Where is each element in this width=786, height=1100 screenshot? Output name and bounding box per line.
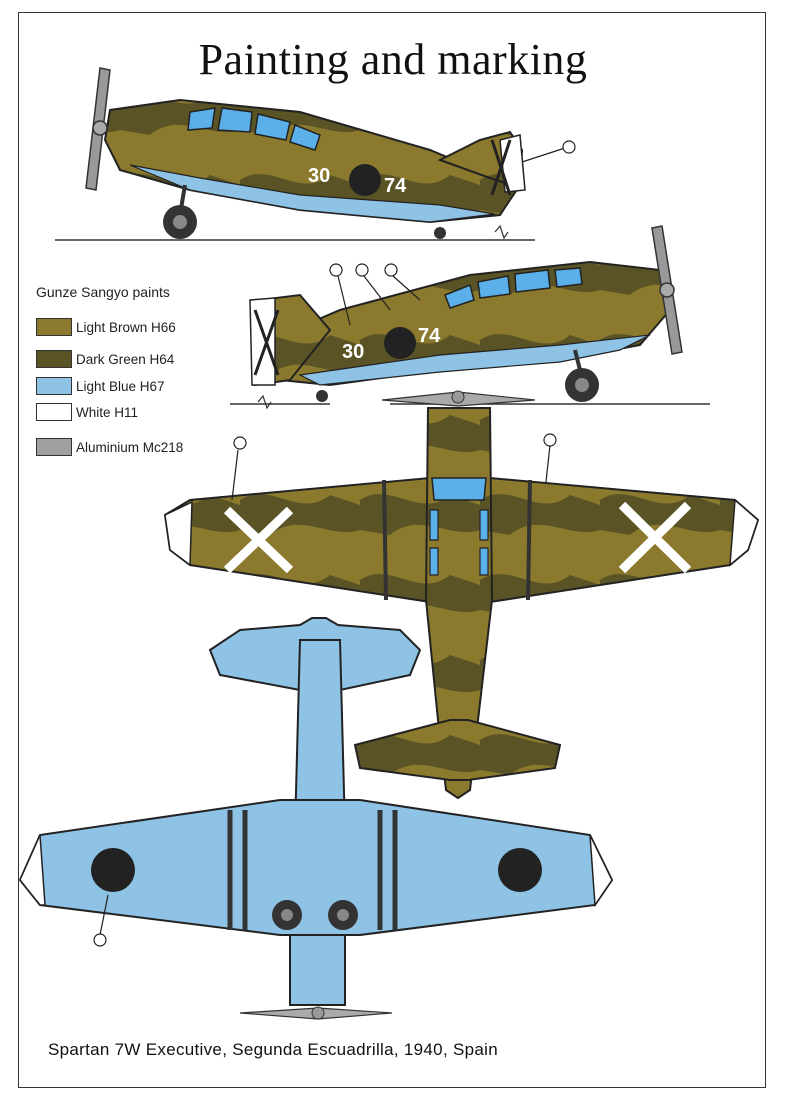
- side-code-left-top: 30: [308, 165, 330, 187]
- legend-item-light-brown: Light Brown H66: [36, 317, 176, 337]
- bottom-view-lower-surface: [18, 617, 614, 1020]
- legend-label: Light Blue H67: [76, 378, 165, 394]
- legend-item-aluminium: Aluminium Mc218: [36, 437, 183, 457]
- swatch-dark-green: [36, 350, 72, 368]
- legend-item-dark-green: Dark Green H64: [36, 349, 174, 369]
- legend-label: Dark Green H64: [76, 351, 175, 367]
- side-view-left-facing: [55, 67, 576, 241]
- side-view-right-facing: [230, 225, 710, 410]
- side-code-right-bottom: 74: [418, 325, 441, 347]
- legend-item-white: White H11: [36, 402, 138, 422]
- caption: Spartan 7W Executive, Segunda Escuadrill…: [48, 1040, 498, 1059]
- swatch-white: [36, 403, 72, 421]
- legend-label: Light Brown H66: [76, 319, 176, 335]
- legend-label: White H11: [76, 404, 139, 420]
- legend-item-light-blue: Light Blue H67: [36, 376, 165, 396]
- side-code-left-bottom: 30: [342, 341, 364, 363]
- legend-title: Gunze Sangyo paints: [36, 284, 170, 300]
- page-title: Painting and marking: [198, 35, 588, 84]
- swatch-aluminium: [36, 438, 72, 456]
- legend-label: Aluminium Mc218: [76, 439, 184, 455]
- swatch-light-brown: [36, 318, 72, 336]
- side-code-right-top: 74: [384, 175, 407, 197]
- top-view-upper-surface: [163, 390, 760, 800]
- swatch-light-blue: [36, 377, 72, 395]
